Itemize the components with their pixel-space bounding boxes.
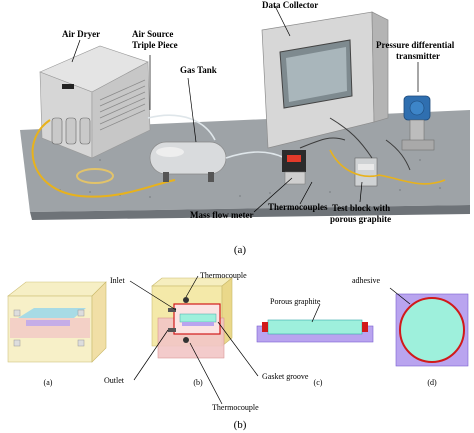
label-test-block-1: Test block with xyxy=(332,203,390,213)
caption-a: (a) xyxy=(234,244,247,256)
lab-photo: Air Dryer Air Source Triple Piece Gas Ta… xyxy=(20,0,470,256)
label-gasket-groove: Gasket groove xyxy=(262,372,309,381)
label-mass-flow: Mass flow meter xyxy=(190,210,253,220)
label-inlet: Inlet xyxy=(110,276,125,285)
test-block xyxy=(354,157,378,187)
label-thermocouple-bottom: Thermocouple xyxy=(212,403,259,412)
label-test-block-2: porous graphite xyxy=(330,214,391,224)
label-pressure-1: Pressure differential xyxy=(376,40,455,50)
label-data-collector: Data Collector xyxy=(262,0,318,10)
subcaption-b: (b) xyxy=(193,378,203,387)
label-porous-graphite: Porous graphite xyxy=(270,297,321,306)
schematic-d-top-view xyxy=(395,293,469,367)
schematics: (a) Inlet Thermocoupl xyxy=(7,271,469,431)
label-thermocouples: Thermocouples xyxy=(268,202,328,212)
schematic-b-cross-section xyxy=(151,277,233,359)
label-adhesive: adhesive xyxy=(352,276,380,285)
data-collector xyxy=(261,11,389,149)
schematic-c-graphite xyxy=(256,319,374,343)
schematic-a-3d-block xyxy=(7,281,107,363)
label-air-dryer: Air Dryer xyxy=(62,29,100,39)
subcaption-c: (c) xyxy=(314,378,323,387)
air-source-triple-piece xyxy=(51,117,91,145)
label-outlet: Outlet xyxy=(104,376,125,385)
label-air-source-1: Air Source xyxy=(132,29,173,39)
label-gas-tank: Gas Tank xyxy=(180,65,217,75)
mass-flow-meter xyxy=(282,150,306,185)
air-hose xyxy=(31,119,176,198)
pressure-transmitter xyxy=(401,95,435,151)
label-thermocouple-top: Thermocouple xyxy=(200,271,247,280)
caption-b: (b) xyxy=(234,419,247,431)
label-air-source-2: Triple Piece xyxy=(132,40,178,50)
subcaption-a: (a) xyxy=(44,378,53,387)
label-pressure-2: transmitter xyxy=(396,51,440,61)
subcaption-d: (d) xyxy=(427,378,437,387)
